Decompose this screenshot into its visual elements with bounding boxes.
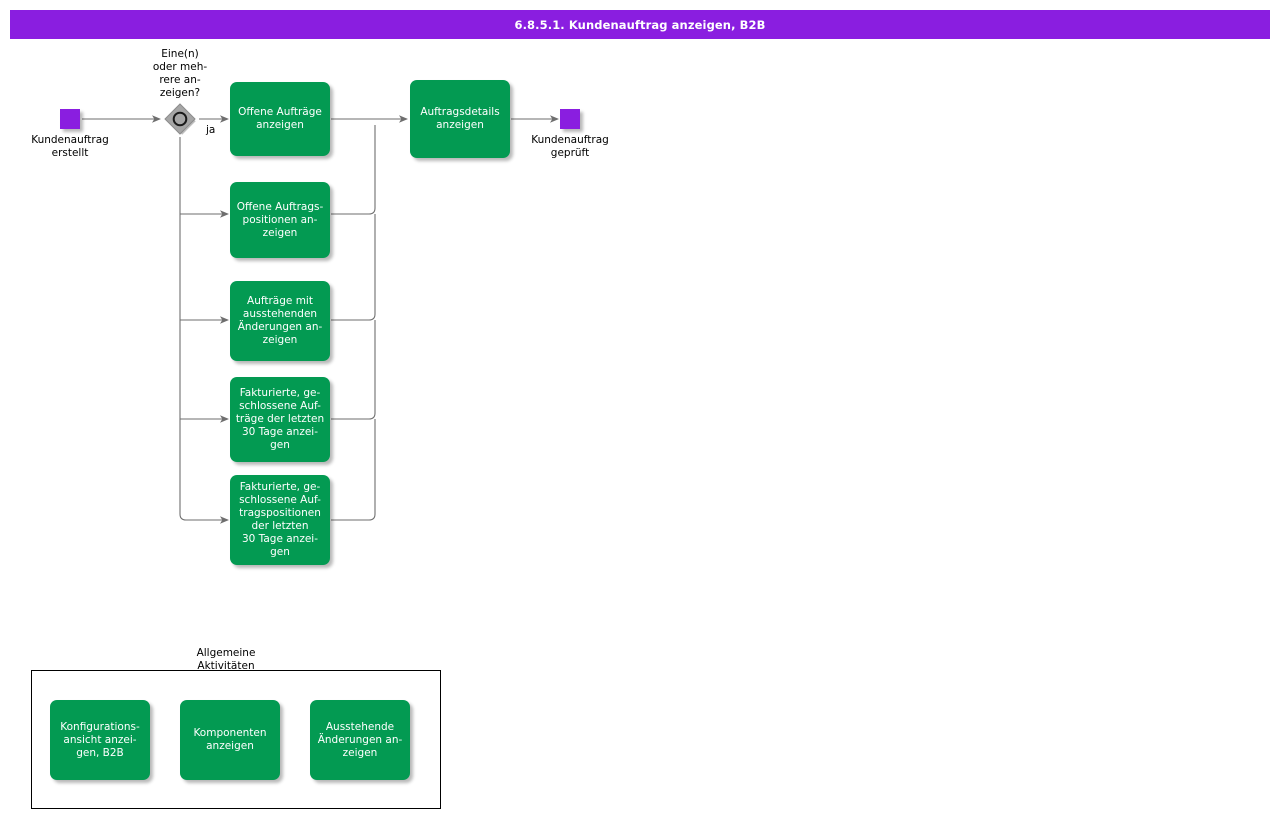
page-title-bar: 6.8.5.1. Kundenauftrag anzeigen, B2B	[10, 10, 1270, 39]
group-label-allgemeine-aktivitaeten: Allgemeine Aktivitäten	[196, 647, 256, 672]
merge-task3	[331, 214, 376, 321]
task-ausstehende-aenderungen-anzeigen[interactable]: Ausstehende Änderungen an- zeigen	[310, 700, 410, 780]
end-event-label: Kundenauftrag geprüft	[531, 134, 609, 159]
task-fakturierte-auftragspositionen-30-tage-anzeigen[interactable]: Fakturierte, ge- schlossene Auf- tragspo…	[230, 475, 330, 565]
task-offene-auftragspositionen-anzeigen[interactable]: Offene Auftrags- positionen an- zeigen	[230, 182, 330, 258]
task-konfigurationsansicht-anzeigen-b2b[interactable]: Konfigurations- ansicht anzei- gen, B2B	[50, 700, 150, 780]
inclusive-gateway[interactable]	[163, 102, 197, 136]
start-event[interactable]	[60, 109, 80, 129]
task-offene-auftraege-anzeigen[interactable]: Offene Aufträge anzeigen	[230, 82, 330, 156]
gateway-condition-label: ja	[206, 124, 216, 136]
task-auftraege-mit-ausstehenden-aenderungen-anzeigen[interactable]: Aufträge mit ausstehenden Änderungen an-…	[230, 281, 330, 361]
gateway-or-circle-icon	[172, 111, 188, 127]
merge-task2	[331, 125, 376, 215]
page-title: 6.8.5.1. Kundenauftrag anzeigen, B2B	[514, 17, 766, 32]
task-auftragsdetails-anzeigen[interactable]: Auftragsdetails anzeigen	[410, 80, 510, 158]
merge-task5	[331, 419, 376, 521]
task-komponenten-anzeigen[interactable]: Komponenten anzeigen	[180, 700, 280, 780]
end-event[interactable]	[560, 109, 580, 129]
flow-gateway-to-task5	[179, 419, 229, 524]
gateway-label: Eine(n) oder meh- rere an- zeigen?	[152, 48, 208, 99]
task-fakturierte-auftraege-30-tage-anzeigen[interactable]: Fakturierte, ge- schlossene Auf- träge d…	[230, 377, 330, 462]
merge-task4	[331, 320, 376, 420]
start-event-label: Kundenauftrag erstellt	[31, 134, 109, 159]
